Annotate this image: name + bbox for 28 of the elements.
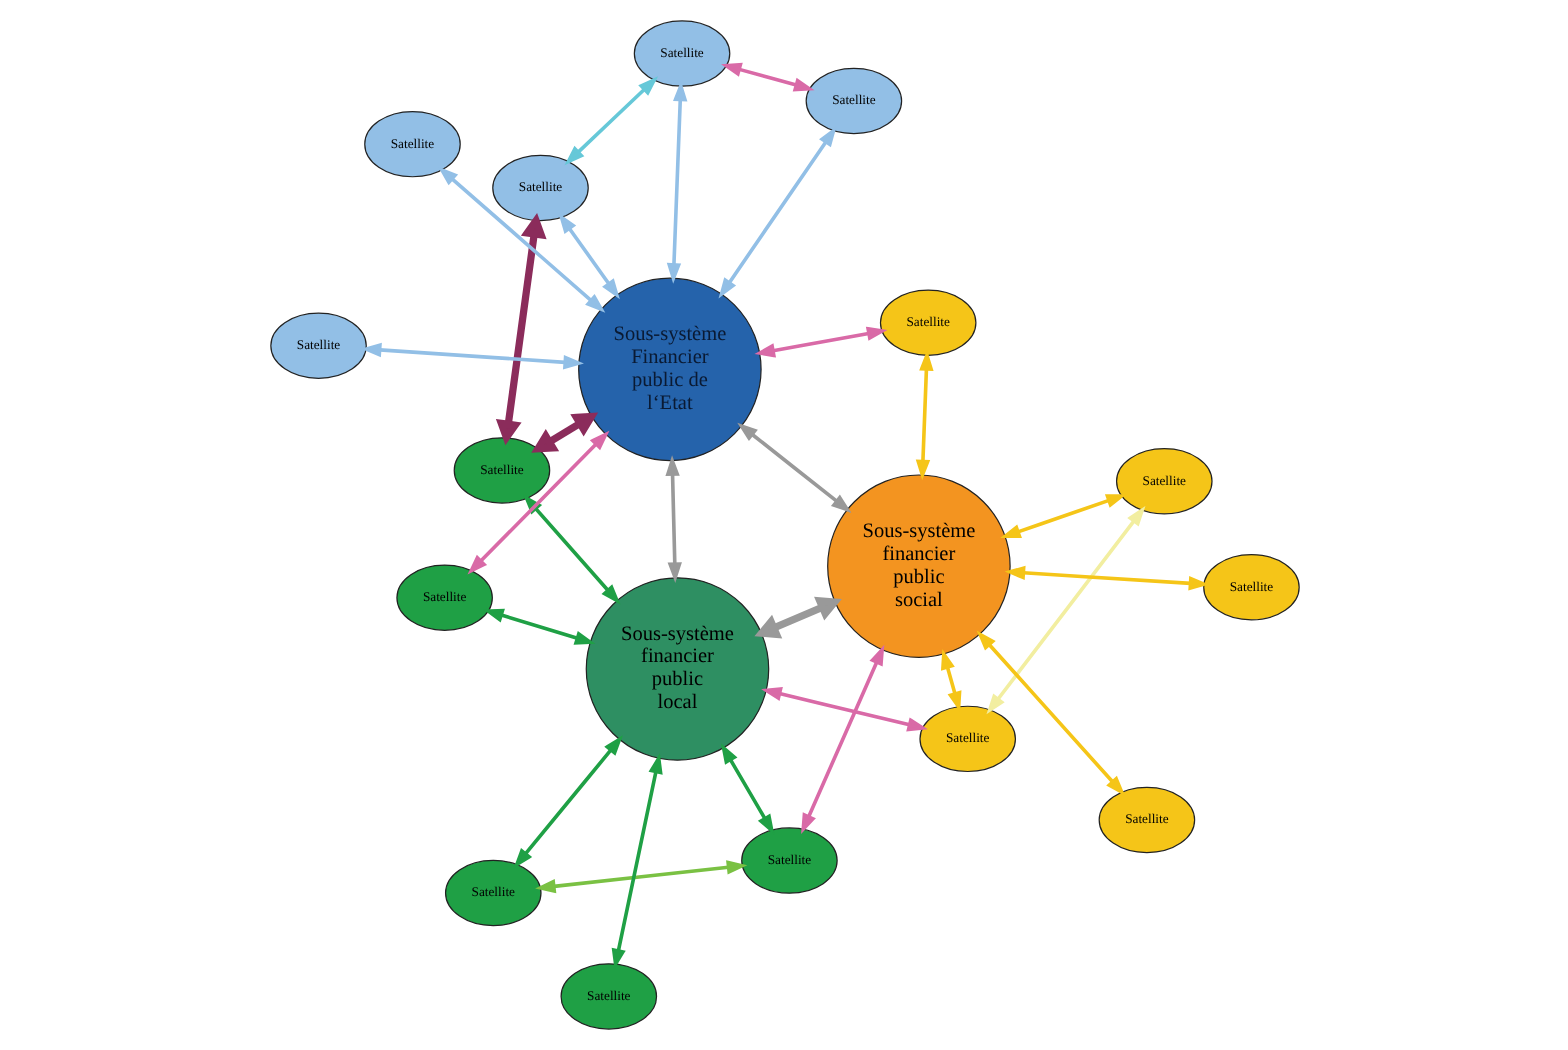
arrow <box>914 350 933 481</box>
node-circle: Sous-système financier public local <box>584 577 769 761</box>
arrow <box>530 412 598 453</box>
arrow <box>557 213 619 300</box>
arrow <box>1003 565 1209 591</box>
arrow <box>664 455 681 583</box>
arrow <box>610 753 662 970</box>
arrow <box>985 505 1145 715</box>
arrow <box>534 860 747 894</box>
arrow <box>999 494 1126 539</box>
arrow <box>800 644 884 835</box>
arrow <box>466 430 609 575</box>
arrow <box>717 126 836 299</box>
arrow <box>359 342 583 370</box>
arrow <box>720 62 814 92</box>
arrow <box>436 166 605 313</box>
arrow <box>512 735 622 869</box>
arrow <box>760 686 927 732</box>
arrow <box>736 422 851 513</box>
arrow <box>482 608 595 645</box>
arrow <box>494 213 546 446</box>
arrow <box>753 596 841 639</box>
arrow <box>753 326 887 358</box>
arrow <box>939 649 961 713</box>
arrow <box>719 743 774 835</box>
arrow <box>665 80 687 284</box>
arrow <box>975 630 1125 796</box>
arrow <box>563 76 658 166</box>
